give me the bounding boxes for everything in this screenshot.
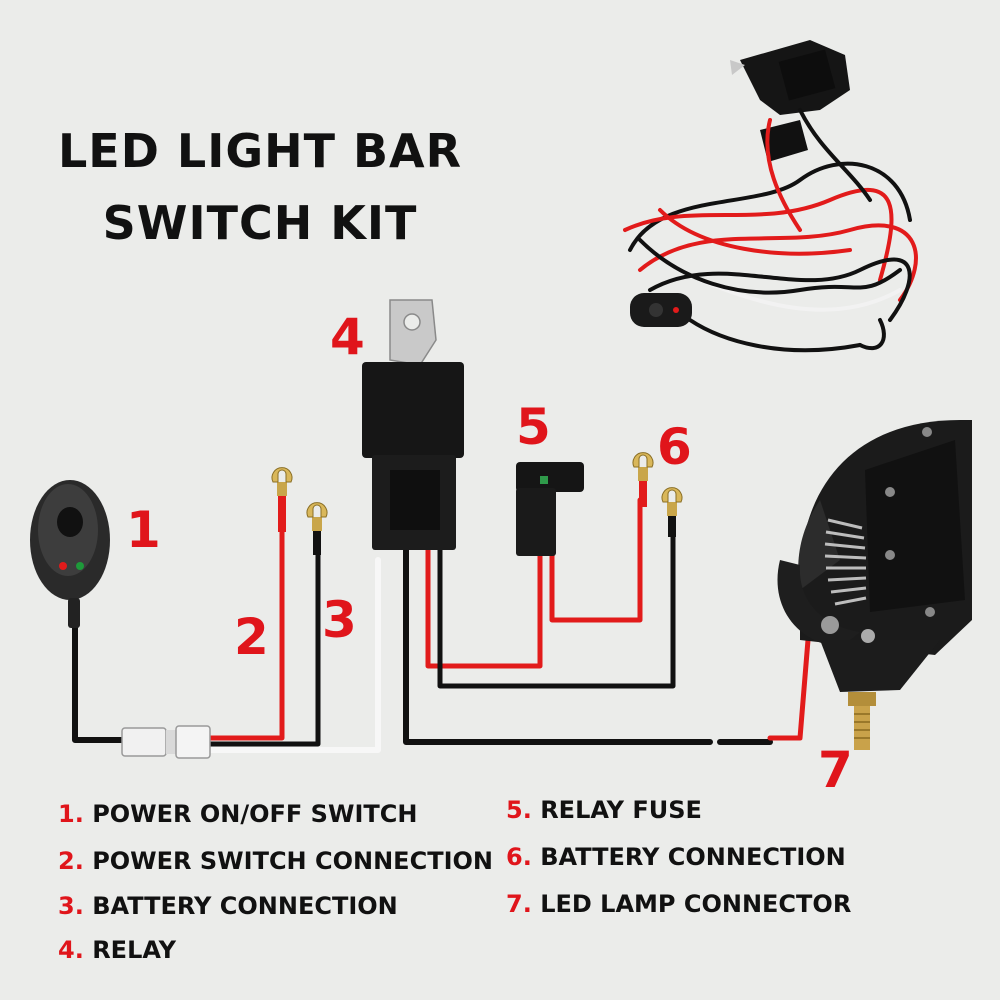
fuse-holder-icon bbox=[516, 462, 584, 556]
legend-number: 1. bbox=[58, 800, 84, 828]
callout-2: 2 bbox=[234, 608, 269, 666]
legend-item: 4. RELAY bbox=[58, 938, 176, 962]
legend-text: RELAY FUSE bbox=[540, 796, 702, 824]
legend-text: POWER SWITCH CONNECTION bbox=[92, 847, 493, 875]
legend-number: 5. bbox=[506, 796, 532, 824]
callout-5: 5 bbox=[516, 398, 551, 456]
wires bbox=[72, 497, 811, 753]
callout-1: 1 bbox=[126, 501, 161, 559]
callout-6: 6 bbox=[657, 418, 692, 476]
legend-text: LED LAMP CONNECTOR bbox=[540, 890, 852, 918]
legend-text: BATTERY CONNECTION bbox=[540, 843, 846, 871]
legend-text: BATTERY CONNECTION bbox=[92, 892, 398, 920]
legend-item: 3. BATTERY CONNECTION bbox=[58, 894, 398, 918]
callout-4: 4 bbox=[330, 308, 365, 366]
title-line-2: SWITCH KIT bbox=[102, 196, 418, 250]
legend-item: 2. POWER SWITCH CONNECTION bbox=[58, 849, 493, 873]
switch-icon bbox=[30, 480, 110, 628]
title-line-1: LED LIGHT BAR bbox=[57, 124, 463, 178]
ring-terminal-icon bbox=[271, 452, 683, 555]
legend-item: 1. POWER ON/OFF SWITCH bbox=[58, 802, 417, 826]
legend-number: 3. bbox=[58, 892, 84, 920]
legend-text: RELAY bbox=[92, 936, 177, 964]
led-light-bar-icon bbox=[777, 420, 972, 750]
relay-icon bbox=[362, 299, 464, 550]
legend-item: 5. RELAY FUSE bbox=[506, 798, 702, 822]
wire-harness-photo bbox=[623, 40, 918, 353]
legend-number: 2. bbox=[58, 847, 84, 875]
connector-icon bbox=[121, 725, 211, 759]
legend-number: 6. bbox=[506, 843, 532, 871]
legend-item: 6. BATTERY CONNECTION bbox=[506, 845, 846, 869]
callout-7: 7 bbox=[818, 741, 853, 799]
legend-text: POWER ON/OFF SWITCH bbox=[92, 800, 418, 828]
legend-number: 4. bbox=[58, 936, 84, 964]
legend-number: 7. bbox=[506, 890, 532, 918]
callout-3: 3 bbox=[322, 591, 357, 649]
legend-item: 7. LED LAMP CONNECTOR bbox=[506, 892, 851, 916]
